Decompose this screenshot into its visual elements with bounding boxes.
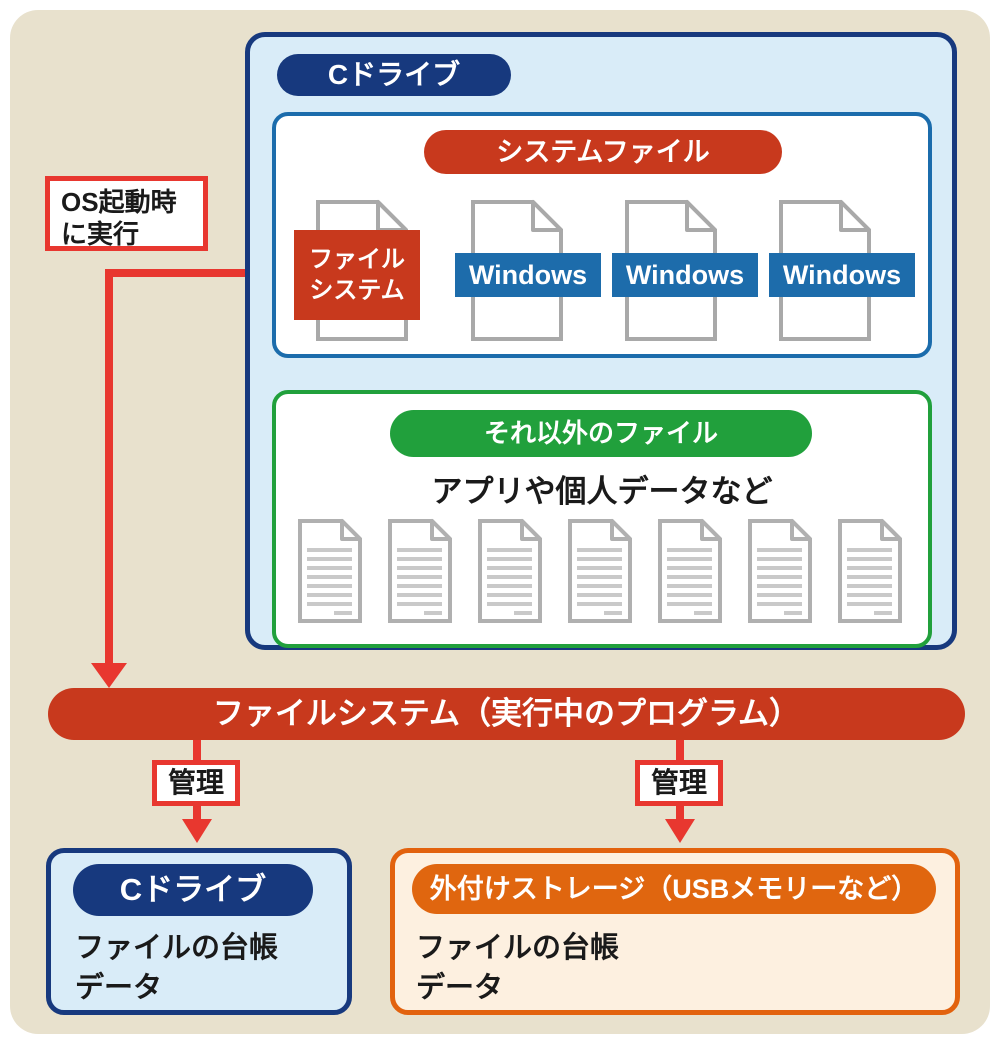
c-drive-ledger-title-badge: Cドライブ [73,864,313,916]
os-boot-note-line2: に実行 [61,218,140,249]
manage-right-badge: 管理 [635,760,723,806]
connector-horizontal-line [109,269,296,277]
c-drive-title-badge: Cドライブ [277,54,511,96]
file-system-running-bar: ファイルシステム（実行中のプログラム） [48,688,965,740]
manage-left-badge: 管理 [152,760,240,806]
connector-vertical-line [105,269,113,664]
arrow-down-icon [182,819,212,843]
document-icon [838,519,902,623]
document-icon [478,519,542,623]
other-files-title-badge: それ以外のファイル [390,410,812,457]
external-storage-line1: ファイルの台帳 [416,932,620,964]
document-icon [748,519,812,623]
document-icon [298,519,362,623]
external-storage-title-badge: 外付けストレージ（USBメモリーなど） [412,864,936,914]
c-drive-ledger-line2: データ [75,972,163,1004]
file-system-label-line2: システム [309,277,405,304]
document-icon [388,519,452,623]
c-drive-ledger-line1: ファイルの台帳 [75,932,279,964]
arrow-down-icon [91,663,127,688]
os-boot-note-line1: OS起動時 [61,187,177,217]
other-files-subtitle: アプリや個人データなど [431,474,773,509]
document-icon [568,519,632,623]
system-files-title-badge: システムファイル [424,130,782,174]
file-system-label-box: ファイル システム [294,230,420,320]
windows-file-label: Windows [612,253,758,297]
arrow-down-icon [665,819,695,843]
windows-file-label: Windows [455,253,601,297]
file-system-label-line1: ファイル [309,245,405,273]
windows-file-label: Windows [769,253,915,297]
document-icon [658,519,722,623]
os-boot-note: OS起動時 に実行 [45,176,208,251]
external-storage-line2: データ [416,972,504,1004]
